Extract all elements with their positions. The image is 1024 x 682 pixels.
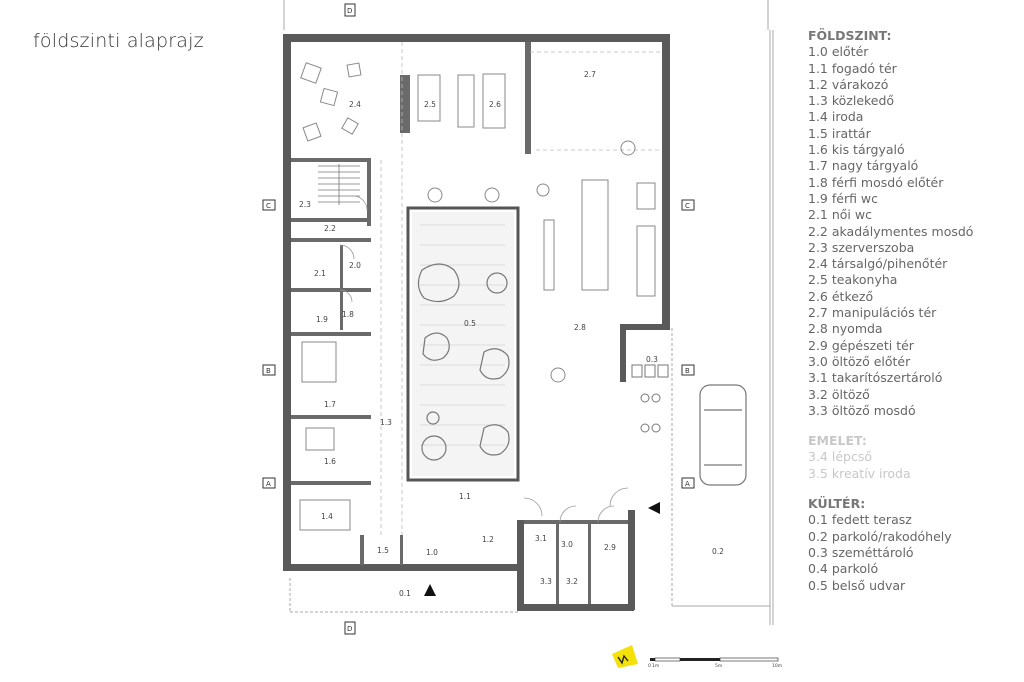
room-2-0: 2.0 <box>349 261 361 270</box>
legend-item: 0.2 parkoló/rakodóhely <box>808 528 952 544</box>
legend-item: 1.3 közlekedő <box>808 93 895 109</box>
scale-10m: 10m <box>772 663 782 669</box>
legend-item: 3.1 takarítószertároló <box>808 370 943 386</box>
legend-item: 0.4 parkoló <box>808 561 879 577</box>
legend-item: 2.5 teakonyha <box>808 272 898 288</box>
room-2-8: 2.8 <box>574 323 586 332</box>
room-2-4: 2.4 <box>349 100 361 109</box>
bins <box>631 364 669 378</box>
legend-item: 3.5 kreatív iroda <box>808 465 911 481</box>
drawing-title: földszinti alaprajz <box>33 30 204 52</box>
section-b-right: B <box>685 367 690 375</box>
legend-item: 3.2 öltöző <box>808 386 870 402</box>
room-1-3: 1.3 <box>380 418 392 427</box>
legend-item: 1.6 kis tárgyaló <box>808 142 905 158</box>
section-d-top: D <box>347 7 352 15</box>
room-labels: 2.4 2.5 2.6 2.7 2.3 2.2 2.1 2.0 1.9 1.8 … <box>299 70 724 598</box>
room-2-5: 2.5 <box>424 100 436 109</box>
legend-item: 2.7 manipulációs tér <box>808 305 937 321</box>
legend-item: 2.8 nyomda <box>808 321 883 337</box>
section-markers: A A B B C C D D <box>262 3 695 635</box>
room-1-4: 1.4 <box>321 512 333 521</box>
room-1-2: 1.2 <box>482 535 494 544</box>
legend-item: 1.0 előtér <box>808 44 869 60</box>
section-b-left: B <box>266 367 271 375</box>
room-3-3: 3.3 <box>540 577 552 586</box>
bicycle-icon <box>640 393 661 433</box>
legend-item: 3.4 lépcső <box>808 449 872 465</box>
room-2-1: 2.1 <box>314 269 326 278</box>
legend-header: KÜLTÉR: <box>808 496 866 512</box>
legend-item: 3.3 öltöző mosdó <box>808 402 916 418</box>
room-1-9: 1.9 <box>316 315 328 324</box>
legend-item: 1.5 irattár <box>808 125 871 141</box>
room-0-1: 0.1 <box>399 589 411 598</box>
furniture <box>299 62 656 531</box>
legend-item: 0.1 fedett terasz <box>808 512 912 528</box>
legend-item: 2.3 szerverszoba <box>808 239 915 255</box>
legend-item: 3.0 öltöző előtér <box>808 353 911 369</box>
room-1-1: 1.1 <box>459 492 471 501</box>
legend-item: 1.1 fogadó tér <box>808 60 897 76</box>
scale-1m: 1m <box>652 663 659 669</box>
legend-item: 1.4 iroda <box>808 109 864 125</box>
room-1-0: 1.0 <box>426 548 438 557</box>
room-1-8: 1.8 <box>342 310 354 319</box>
doors <box>339 195 629 523</box>
section-a-right: A <box>685 480 690 488</box>
room-3-1: 3.1 <box>535 534 547 543</box>
room-1-6: 1.6 <box>324 457 336 466</box>
room-2-2: 2.2 <box>324 224 336 233</box>
legend-item: 2.4 társalgó/pihenőtér <box>808 256 948 272</box>
legend-item: 2.2 akadálymentes mosdó <box>808 223 974 239</box>
legend-item: 2.9 gépészeti tér <box>808 337 914 353</box>
room-1-7: 1.7 <box>324 400 336 409</box>
floor-plan: A A B B C C D D 2.4 2.5 2.6 2.7 2.3 2.2 … <box>262 0 782 669</box>
legend-item: 0.3 szeméttároló <box>808 544 914 560</box>
site-lines <box>283 0 774 625</box>
scale-0: 0 <box>648 663 651 669</box>
section-a-left: A <box>266 480 271 488</box>
legend-item: 1.9 férfi wc <box>808 190 879 206</box>
room-0-5: 0.5 <box>464 319 476 328</box>
section-c-right: C <box>685 202 690 210</box>
room-2-7: 2.7 <box>584 70 596 79</box>
room-2-3: 2.3 <box>299 200 311 209</box>
legend-header: EMELET: <box>808 433 867 449</box>
scale-5m: 5m <box>715 663 722 669</box>
room-3-0: 3.0 <box>561 540 573 549</box>
legend-item: 1.7 nagy tárgyaló <box>808 158 919 174</box>
room-2-6: 2.6 <box>489 100 501 109</box>
car-icon <box>699 384 747 486</box>
exterior-walls <box>283 34 670 611</box>
legend-item: 1.8 férfi mosdó előtér <box>808 174 944 190</box>
legend-item: 2.6 étkező <box>808 288 874 304</box>
room-3-2: 3.2 <box>566 577 578 586</box>
section-c-left: C <box>266 202 271 210</box>
interior-walls <box>291 42 628 604</box>
stairs <box>318 164 360 205</box>
courtyard <box>406 206 520 482</box>
entrance-arrows <box>424 502 660 596</box>
corridor-lines <box>380 42 660 535</box>
legend-item: 1.2 várakozó <box>808 76 889 92</box>
scale-bar: 0 1m 5m 10m <box>648 657 782 669</box>
room-0-3: 0.3 <box>646 355 658 364</box>
room-2-9: 2.9 <box>604 543 616 552</box>
room-1-5: 1.5 <box>377 546 389 555</box>
legend-item: 0.5 belső udvar <box>808 577 906 593</box>
legend-header: FÖLDSZINT: <box>808 28 892 43</box>
room-0-2: 0.2 <box>712 547 724 556</box>
logo-icon <box>612 645 638 668</box>
section-d-bottom: D <box>347 625 352 633</box>
legend-item: 2.1 női wc <box>808 207 872 223</box>
